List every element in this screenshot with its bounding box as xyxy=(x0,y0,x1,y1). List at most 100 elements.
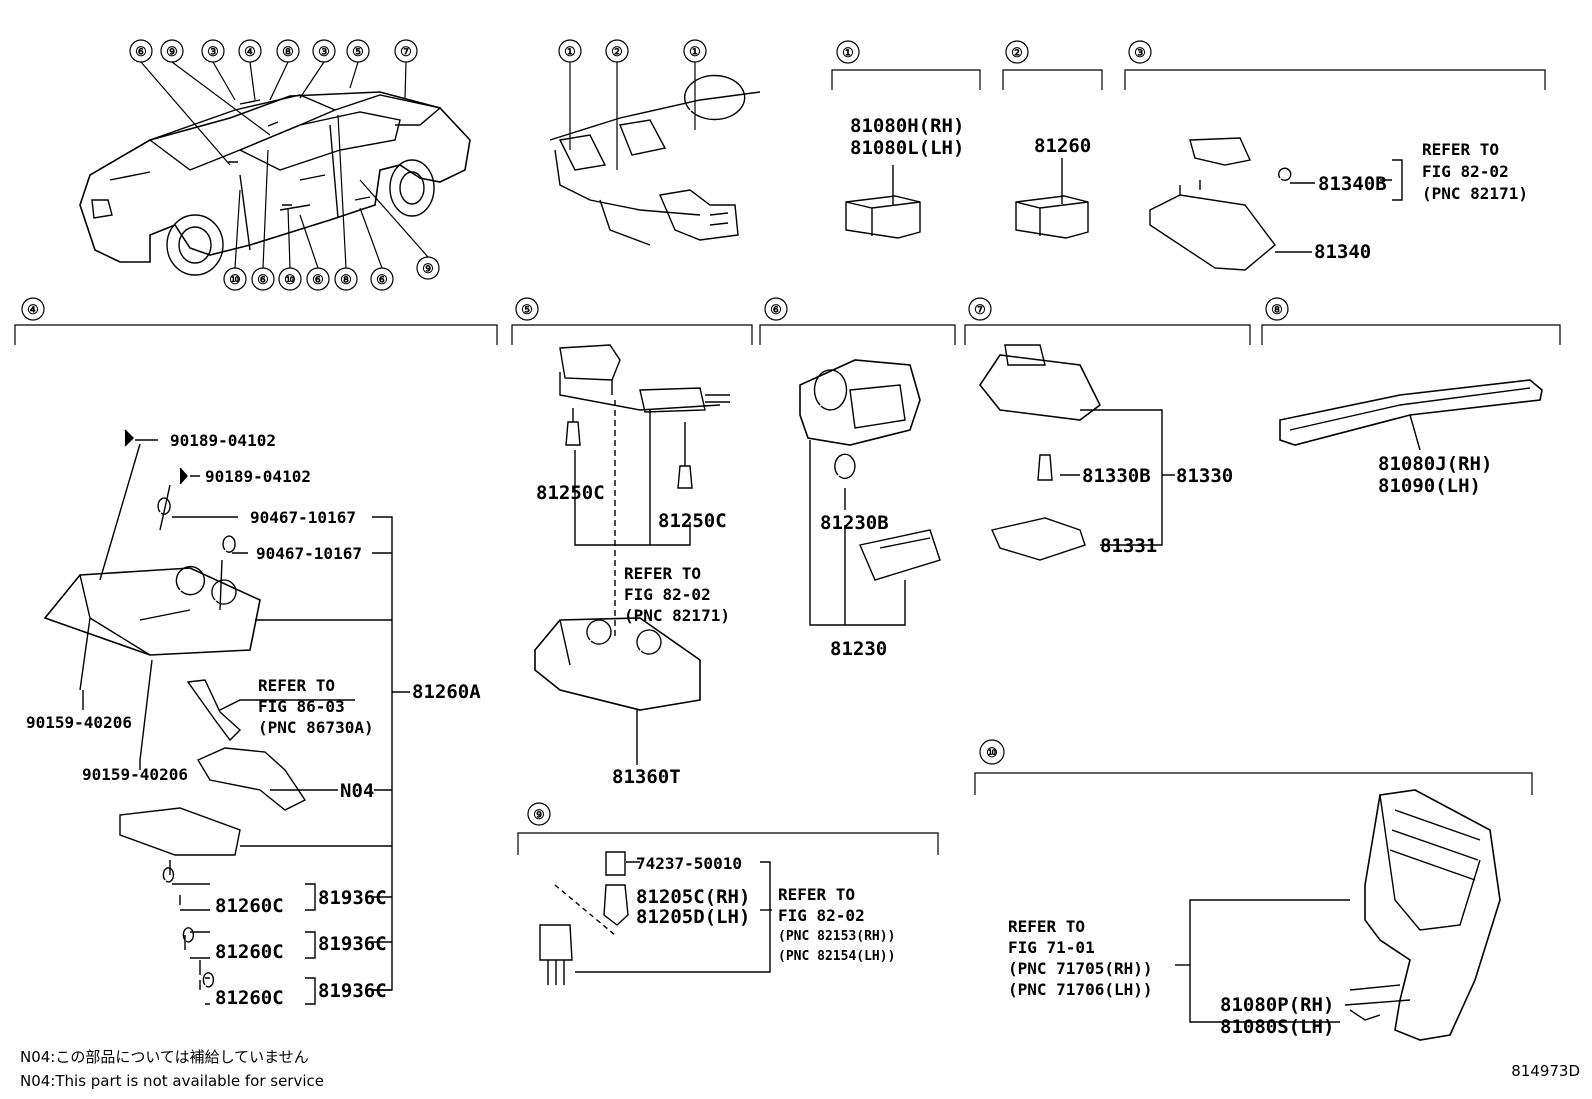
svg-text:⑧: ⑧ xyxy=(1271,303,1283,318)
svg-text:⑥: ⑥ xyxy=(376,273,388,288)
svg-text:⑧: ⑧ xyxy=(282,45,294,60)
svg-text:⑦: ⑦ xyxy=(974,303,986,318)
section-4-labels: 90189-04102 90189-04102 90467-10167 9046… xyxy=(26,431,362,784)
svg-text:81260C: 81260C xyxy=(215,895,284,917)
svg-text:81205C(RH): 81205C(RH) xyxy=(636,886,750,908)
svg-text:(PNC 82153(RH)): (PNC 82153(RH)) xyxy=(778,929,895,944)
svg-text:81080P(RH): 81080P(RH) xyxy=(1220,994,1334,1016)
section-7-parts xyxy=(979,344,1175,561)
svg-text:(PNC 82171): (PNC 82171) xyxy=(624,606,730,625)
section-4-refer: REFER TO FIG 86-03 (PNC 86730A) xyxy=(258,676,374,737)
svg-text:81260C: 81260C xyxy=(215,987,284,1009)
svg-text:⑩: ⑩ xyxy=(986,746,998,761)
svg-text:⑥: ⑥ xyxy=(312,273,324,288)
svg-text:FIG 71-01: FIG 71-01 xyxy=(1008,938,1095,957)
svg-text:90467-10167: 90467-10167 xyxy=(250,508,356,527)
svg-text:FIG 82-02: FIG 82-02 xyxy=(624,585,711,604)
section-circle-labels: ① ② ③ ④ ⑤ ⑥ ⑦ ⑧ ⑨ ⑩ xyxy=(27,46,1283,823)
svg-text:90189-04102: 90189-04102 xyxy=(205,467,311,486)
car-callouts xyxy=(129,39,440,291)
section-5-parts xyxy=(534,344,730,765)
svg-text:⑥: ⑥ xyxy=(770,303,782,318)
section-10-parts xyxy=(1175,789,1501,1041)
svg-text:81080L(LH): 81080L(LH) xyxy=(850,137,964,159)
svg-text:②: ② xyxy=(611,45,623,60)
section-circles xyxy=(21,40,1289,826)
svg-text:90159-40206: 90159-40206 xyxy=(26,713,132,732)
svg-text:(PNC 71706(LH)): (PNC 71706(LH)) xyxy=(1008,980,1153,999)
svg-text:81090(LH): 81090(LH) xyxy=(1378,475,1481,497)
section-6-labels: 81230B 81230 xyxy=(820,512,889,660)
svg-text:81330: 81330 xyxy=(1176,465,1233,487)
svg-text:81340B: 81340B xyxy=(1318,173,1387,195)
car-callout-labels: ⑥ ⑨ ③ ④ ⑧ ③ ⑤ ⑦ ⑩ ⑥ ⑩ ⑥ ⑧ ⑥ ⑨ xyxy=(135,45,434,288)
svg-text:③: ③ xyxy=(207,45,219,60)
note-japanese: N04:この部品については補給していません xyxy=(20,1048,309,1066)
svg-text:①: ① xyxy=(842,46,854,61)
svg-text:⑨: ⑨ xyxy=(166,45,178,60)
svg-text:⑩: ⑩ xyxy=(229,273,241,288)
section-10-refer: REFER TO FIG 71-01 (PNC 71705(RH)) (PNC … xyxy=(1008,917,1153,999)
svg-text:81250C: 81250C xyxy=(536,482,605,504)
svg-text:81250C: 81250C xyxy=(658,510,727,532)
svg-text:81080S(LH): 81080S(LH) xyxy=(1220,1016,1334,1038)
section-3-refer: REFER TO FIG 82-02 (PNC 82171) xyxy=(1422,140,1528,203)
section-6-parts xyxy=(799,359,941,626)
svg-text:81330B: 81330B xyxy=(1082,465,1151,487)
svg-text:①: ① xyxy=(564,45,576,60)
svg-text:81340: 81340 xyxy=(1314,241,1371,263)
svg-text:(PNC 82154(LH)): (PNC 82154(LH)) xyxy=(778,949,895,964)
svg-text:⑨: ⑨ xyxy=(533,808,545,823)
section-4-parts xyxy=(43,429,307,990)
svg-text:81936C: 81936C xyxy=(318,980,387,1002)
section-3-labels: 81340B 81340 xyxy=(1314,173,1387,263)
svg-text:⑤: ⑤ xyxy=(352,45,364,60)
section-1-labels: 81080H(RH) 81080L(LH) xyxy=(850,115,964,159)
section-3-parts xyxy=(1149,137,1403,271)
svg-text:④: ④ xyxy=(244,45,256,60)
svg-text:81936C: 81936C xyxy=(318,887,387,909)
svg-text:90467-10167: 90467-10167 xyxy=(256,544,362,563)
svg-text:81230B: 81230B xyxy=(820,512,889,534)
section-2-labels: 81260 xyxy=(1034,135,1091,157)
svg-text:81331: 81331 xyxy=(1100,535,1157,557)
section-5-labels: 81250C 81250C 81360T xyxy=(536,482,727,788)
svg-text:90189-04102: 90189-04102 xyxy=(170,431,276,450)
car-illustration xyxy=(79,91,471,276)
section-8-labels: 81080J(RH) 81090(LH) xyxy=(1378,453,1492,497)
section-5-refer: REFER TO FIG 82-02 (PNC 82171) xyxy=(624,564,730,625)
svg-text:81936C: 81936C xyxy=(318,933,387,955)
svg-text:⑨: ⑨ xyxy=(422,262,434,277)
svg-text:REFER TO: REFER TO xyxy=(778,885,855,904)
svg-text:②: ② xyxy=(1011,46,1023,61)
svg-text:REFER TO: REFER TO xyxy=(1422,140,1499,159)
svg-text:⑩: ⑩ xyxy=(284,273,296,288)
svg-text:③: ③ xyxy=(1134,46,1146,61)
illustration-code: 814973D xyxy=(1511,1062,1580,1080)
svg-text:(PNC 82171): (PNC 82171) xyxy=(1422,184,1528,203)
section-10-labels: 81080P(RH) 81080S(LH) xyxy=(1220,994,1334,1038)
svg-text:REFER TO: REFER TO xyxy=(258,676,335,695)
svg-text:④: ④ xyxy=(27,303,39,318)
svg-text:REFER TO: REFER TO xyxy=(624,564,701,583)
section-9-labels: 74237-50010 81205C(RH) 81205D(LH) xyxy=(636,854,750,928)
section-4-leaders xyxy=(82,439,410,1005)
section-7-labels: 81330B 81330 81331 xyxy=(1082,465,1233,557)
svg-text:81205D(LH): 81205D(LH) xyxy=(636,906,750,928)
section-9-refer: REFER TO FIG 82-02 (PNC 82153(RH)) (PNC … xyxy=(778,885,895,964)
section-2-parts xyxy=(1015,158,1089,239)
svg-text:⑧: ⑧ xyxy=(340,273,352,288)
svg-text:FIG 82-02: FIG 82-02 xyxy=(778,906,865,925)
section-9-parts xyxy=(539,851,772,985)
section-frames xyxy=(14,69,1561,855)
svg-text:81260A: 81260A xyxy=(412,681,481,703)
svg-text:81080H(RH): 81080H(RH) xyxy=(850,115,964,137)
svg-text:81230: 81230 xyxy=(830,638,887,660)
svg-text:(PNC 71705(RH)): (PNC 71705(RH)) xyxy=(1008,959,1153,978)
dash-callouts xyxy=(558,39,707,170)
svg-text:90159-40206: 90159-40206 xyxy=(82,765,188,784)
svg-text:81260: 81260 xyxy=(1034,135,1091,157)
section-4-labels-large: 81260A N04 81260C 81260C 81260C 81936C 8… xyxy=(215,681,481,1009)
dashboard-illustration xyxy=(549,74,761,246)
